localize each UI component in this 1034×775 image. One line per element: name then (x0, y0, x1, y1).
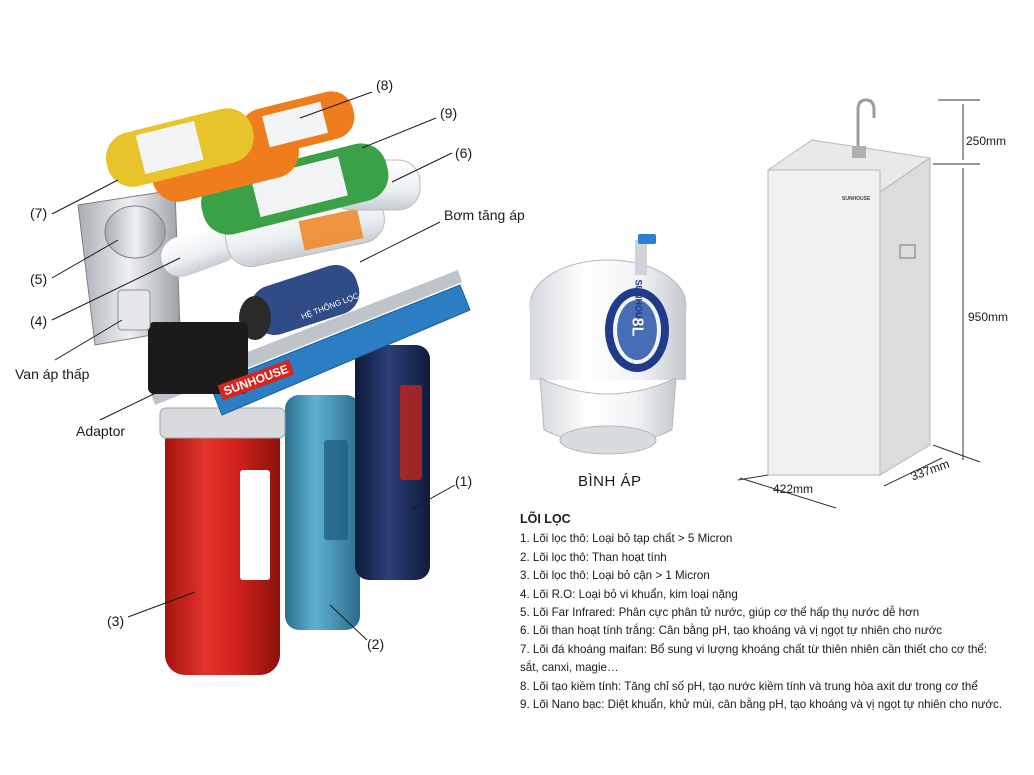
housing-3-red (159, 407, 286, 675)
callout-8: (8) (376, 77, 394, 93)
dim-width: 422mm (773, 482, 814, 496)
low-pressure-valve (117, 289, 151, 331)
callout-3: (3) (107, 613, 125, 629)
pressure-tank (529, 234, 687, 455)
cabinet-brand: SUNHOUSE (842, 196, 871, 202)
callout-5: (5) (30, 271, 48, 287)
cartridge-9-green (201, 143, 389, 235)
callout-2: (2) (367, 636, 385, 652)
legend-item-1: 1. Lõi lọc thô: Loại bỏ tạp chất > 5 Mic… (520, 532, 733, 546)
adaptor-box (148, 322, 248, 394)
callout-4: (4) (30, 313, 48, 329)
callout-6: (6) (455, 145, 473, 161)
callout-9: (9) (440, 105, 458, 121)
legend-title: LÕI LỌC (520, 512, 571, 526)
legend-item-2: 2. Lõi lọc thô: Than hoạt tính (520, 550, 667, 564)
legend-item-7-cont: sắt, canxi, magie… (520, 661, 619, 675)
legend-item-3: 3. Lõi lọc thô: Loại bỏ cặn > 1 Micron (520, 569, 710, 583)
legend-item-4: 4. Lõi R.O: Loại bỏ vi khuẩn, kim loại n… (520, 587, 738, 601)
cartridge-5-far-infrared (104, 205, 166, 259)
cabinet (766, 98, 932, 476)
legend-item-7: 7. Lõi đá khoáng maifan: Bổ sung vi lượn… (520, 642, 988, 656)
dim-height: 950mm (968, 310, 1009, 324)
filter-legend: LÕI LỌC 1. Lõi lọc thô: Loại bỏ tạp chất… (520, 510, 1030, 714)
blue-frame (209, 284, 471, 416)
callout-7: (7) (30, 205, 48, 221)
callout-pump: Bơm tăng áp (444, 207, 525, 223)
legend-item-9: 9. Lõi Nano bạc: Diệt khuẩn, khử mùi, câ… (520, 698, 1003, 712)
callout-low-pressure-valve: Van áp thấp (15, 366, 90, 382)
tank-volume: 8L (628, 317, 646, 337)
callout-1: (1) (455, 473, 473, 489)
tank-title: BÌNH ÁP (578, 473, 642, 490)
cartridge-8-orange (240, 91, 355, 157)
dim-top: 250mm (966, 134, 1007, 148)
housing-2-teal (285, 395, 360, 630)
housing-1-navy (355, 345, 430, 580)
legend-item-6: 6. Lõi than hoạt tính trắng: Cân bằng pH… (520, 624, 943, 638)
callout-adaptor: Adaptor (76, 423, 126, 439)
legend-item-5: 5. Lõi Far Infrared: Phân cực phân tử nư… (520, 606, 920, 620)
dimension-lines (737, 99, 981, 509)
cartridge-7-yellow (105, 108, 254, 187)
cartridge-4-white (161, 223, 239, 277)
legend-item-8: 8. Lõi tạo kiềm tính: Tăng chỉ số pH, tạ… (520, 679, 978, 693)
callout-lines (51, 91, 456, 641)
